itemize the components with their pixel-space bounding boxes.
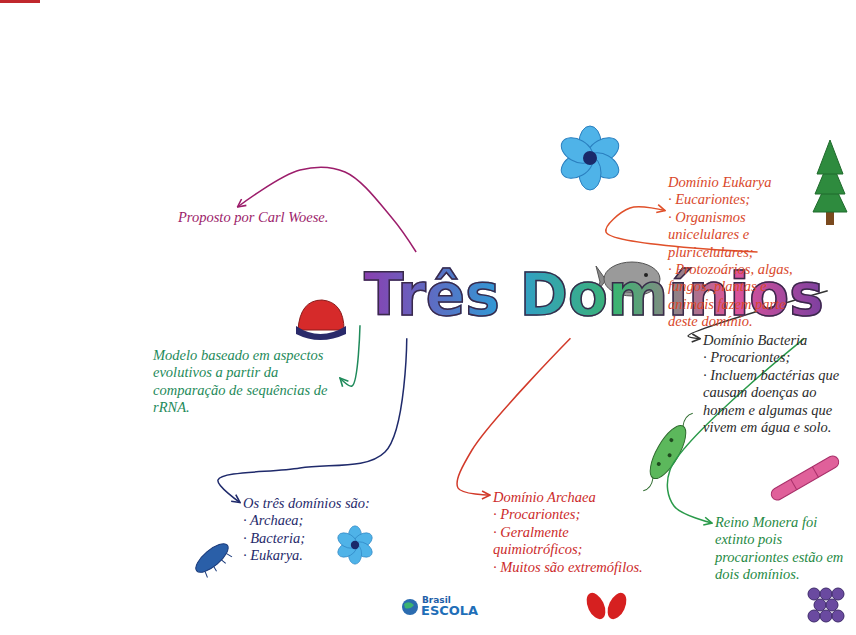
- bacterium-body: [192, 539, 233, 577]
- granule: [667, 453, 672, 458]
- node-text: · Procariontes;: [703, 349, 847, 366]
- domain-note: Domínio Bacteria· Procariontes;· Incluem…: [700, 330, 850, 438]
- tree-crown: [817, 140, 843, 174]
- node-text: · Archaea;: [243, 512, 370, 529]
- node-heading: Modelo baseado em aspectos evolutivos a …: [153, 347, 337, 417]
- corner-mark: [0, 0, 40, 3]
- node-heading: Domínio Bacteria: [703, 332, 847, 349]
- bacterium-chain: [769, 454, 841, 502]
- red-shapes: [583, 590, 630, 622]
- grapes: [808, 588, 844, 622]
- granule: [656, 461, 661, 466]
- flagellum: [682, 411, 693, 427]
- tree: [813, 140, 847, 225]
- node-text: · Incluem bactérias que causam doenças a…: [703, 367, 847, 437]
- cell-top: [298, 300, 344, 330]
- curly-connector: [340, 325, 360, 386]
- grape: [826, 599, 838, 611]
- cell-wall: [791, 479, 797, 489]
- blue-bacterium: [192, 539, 236, 581]
- cell-wall: [812, 467, 818, 477]
- pilus: [204, 572, 209, 578]
- node-text: · Protozoários, algas, fungos, plantas e…: [668, 261, 807, 331]
- flower: [557, 126, 623, 190]
- node-heading: Domínio Eukarya: [668, 174, 807, 191]
- domain-note: Domínio Archaea· Procariontes;· Geralmen…: [490, 487, 660, 578]
- grape: [832, 588, 844, 600]
- grape: [820, 588, 832, 600]
- grape: [832, 610, 844, 622]
- grape: [820, 610, 832, 622]
- petal: [335, 530, 359, 552]
- node-text: · Eucariontes;: [668, 191, 807, 208]
- node-heading: Proposto por Carl Woese.: [178, 209, 328, 226]
- note: Modelo baseado em aspectos evolutivos a …: [150, 345, 340, 419]
- node-text: · Muitos são extremófilos.: [493, 559, 657, 576]
- grape: [808, 588, 820, 600]
- grape: [808, 610, 820, 622]
- node-heading: Domínio Archaea: [493, 489, 657, 506]
- note: Reino Monera foi extinto pois procariont…: [712, 512, 847, 586]
- pink-bacteria: [769, 454, 841, 502]
- node-text: · Eukarya.: [243, 547, 370, 564]
- petal: [557, 132, 597, 168]
- globe-land: [404, 602, 414, 608]
- grape: [814, 599, 826, 611]
- cell-band: [296, 326, 346, 340]
- node-heading: Reino Monera foi extinto pois procariont…: [715, 514, 844, 584]
- flagellum: [643, 477, 654, 493]
- node-text: · Organismos unicelulares e pluricelular…: [668, 209, 807, 261]
- granule: [669, 437, 674, 442]
- flower: [335, 526, 375, 564]
- domain-note: Domínio Eukarya· Eucariontes;· Organismo…: [665, 172, 810, 333]
- globe: [402, 599, 418, 615]
- logo-globe: [402, 599, 418, 615]
- archaea-cell: [296, 300, 346, 340]
- node-text: · Bacteria;: [243, 530, 370, 547]
- red-shape: [583, 590, 609, 622]
- curly-connector: [457, 338, 570, 495]
- flower-center: [351, 541, 359, 549]
- list-note: Os três domínios são:· Archaea;· Bacteri…: [240, 493, 373, 567]
- node-text: · Procariontes;: [493, 506, 657, 523]
- pilus: [227, 552, 232, 558]
- watermark: ESCOLA: [421, 603, 478, 618]
- node-text: · Geralmente quimiotróficos;: [493, 524, 657, 559]
- note: Proposto por Carl Woese.: [175, 207, 331, 228]
- flower-center: [583, 151, 597, 165]
- node-heading: Os três domínios são:: [243, 495, 370, 512]
- red-shape: [604, 590, 630, 622]
